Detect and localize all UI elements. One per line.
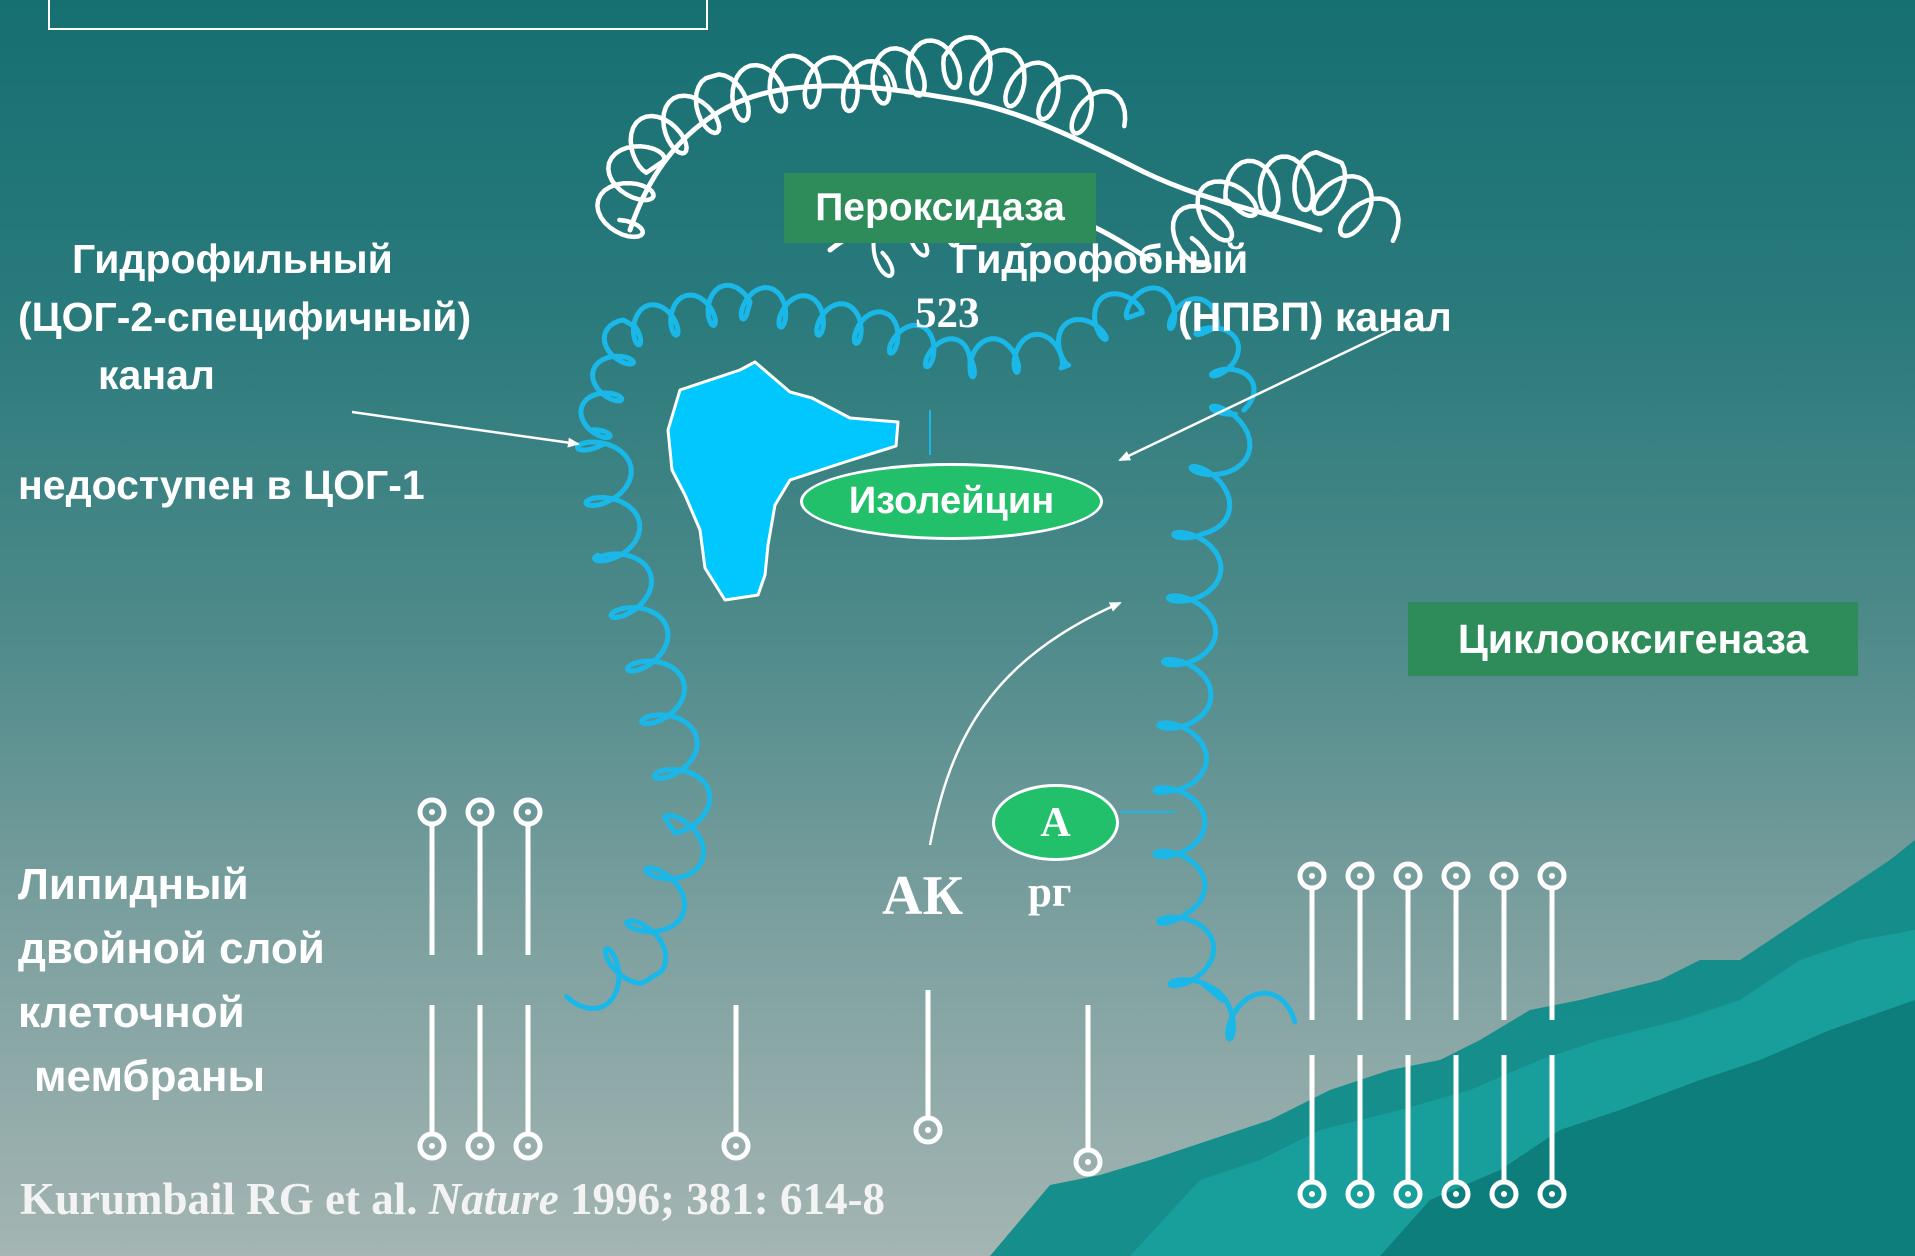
hydrophilic-arrow xyxy=(352,412,578,444)
lipid-upper-left-0 xyxy=(420,800,444,955)
lipid-upper-right-3 xyxy=(1444,864,1468,1020)
lipid-line3: клеточной xyxy=(18,988,245,1039)
arg-oval: А xyxy=(992,784,1119,861)
citation-details: 1996; 381: 614-8 xyxy=(570,1174,885,1224)
isoleucine-oval: Изолейцин xyxy=(800,463,1103,540)
hydrophilic-line3: канал xyxy=(98,352,215,399)
lipid-lower-left-2 xyxy=(516,1005,540,1158)
residue-number: 523 xyxy=(915,289,980,338)
lipid-upper-right-1 xyxy=(1348,864,1372,1020)
peroxidase-helix-mid xyxy=(873,37,1126,133)
lipid-upper-right-4 xyxy=(1492,864,1516,1020)
arg-suffix: рг xyxy=(1028,868,1071,917)
lipid-lower-center-2 xyxy=(1076,1005,1100,1174)
lipid-line2: двойной слой xyxy=(18,924,325,975)
channel-helix-left xyxy=(567,442,710,1008)
lipid-lower-center-0 xyxy=(724,1005,748,1158)
lipid-line1: Липидный xyxy=(18,860,249,911)
arg-letter: А xyxy=(1040,799,1070,847)
lipid-lower-left-0 xyxy=(420,1005,444,1158)
arachidonic-acid-label: АК xyxy=(882,864,963,928)
hydrophilic-line2: (ЦОГ-2-специфичный) xyxy=(18,294,471,341)
title-frame xyxy=(48,0,708,30)
lipid-upper-right-5 xyxy=(1540,864,1564,1020)
cyclooxygenase-label: Циклооксигеназа xyxy=(1408,602,1858,676)
citation: Kurumbail RG et al. Nature 1996; 381: 61… xyxy=(20,1174,885,1226)
hydrophobic-line2: (НПВП) канал xyxy=(1178,294,1452,341)
citation-journal: Nature xyxy=(429,1174,559,1224)
channel-helix-right xyxy=(1155,406,1295,1039)
hydrophobic-line1: Гидрофобный xyxy=(954,236,1248,283)
lipid-lower-left-1 xyxy=(468,1005,492,1158)
citation-authors: Kurumbail RG et al. xyxy=(20,1174,418,1224)
not-in-cox1-label: недоступен в ЦОГ-1 xyxy=(18,462,425,509)
lipid-lower-center-1 xyxy=(916,990,940,1142)
hydrophobic-arrow xyxy=(1120,326,1400,460)
lipid-upper-right-0 xyxy=(1300,864,1324,1020)
hydrophilic-line1: Гидрофильный xyxy=(72,236,393,283)
peroxidase-label: Пероксидаза xyxy=(784,173,1096,243)
lipid-upper-left-2 xyxy=(516,800,540,955)
lipid-line4: мембраны xyxy=(34,1052,265,1103)
lipid-upper-right-2 xyxy=(1396,864,1420,1020)
lipid-upper-left-1 xyxy=(468,800,492,955)
